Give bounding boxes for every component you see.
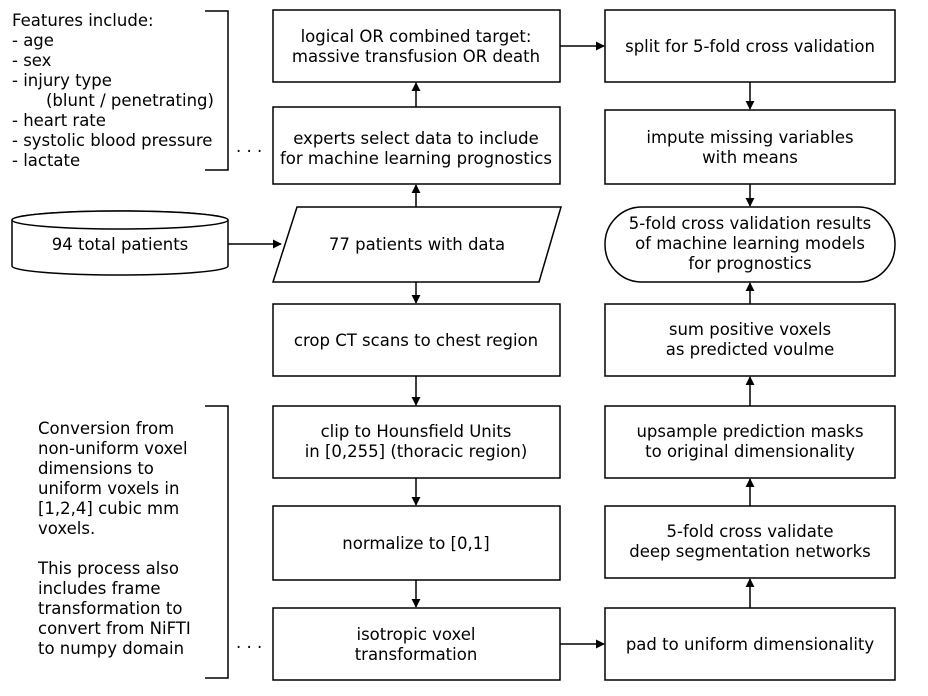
node-label: 5-fold cross validate — [667, 522, 834, 541]
node-impute: impute missing variables with means — [604, 109, 896, 185]
node-label: for prognostics — [688, 254, 811, 273]
node-label: normalize to [0,1] — [342, 534, 489, 553]
node-label: impute missing variables — [646, 128, 853, 147]
node-label: split for 5-fold cross validation — [625, 37, 875, 56]
process-box — [604, 109, 896, 185]
features-ellipsis: . . . — [236, 137, 262, 156]
node-label: transformation — [355, 645, 478, 664]
node-normalize: normalize to [0,1] — [272, 505, 561, 581]
node-split-cv: split for 5-fold cross validation — [604, 9, 896, 83]
node-label: of machine learning models — [635, 234, 865, 253]
node-label: 5-fold cross validation results — [629, 214, 871, 233]
node-pad: pad to uniform dimensionality — [604, 607, 896, 681]
node-label: pad to uniform dimensionality — [626, 635, 875, 654]
conversion-note-line: uniform voxels in — [38, 479, 179, 498]
node-experts-select: experts select data to include for machi… — [272, 106, 561, 185]
node-label: sum positive voxels — [669, 320, 831, 339]
features-bracket — [205, 10, 229, 171]
node-label: massive transfusion OR death — [292, 47, 540, 66]
process-box — [604, 9, 896, 83]
features-note-line: Features include: — [12, 11, 154, 30]
process-box — [604, 607, 896, 681]
data-parallelogram — [271, 206, 563, 283]
node-label: to original dimensionality — [645, 442, 855, 461]
process-box — [272, 303, 561, 377]
node-label: as predicted voulme — [666, 340, 835, 359]
conversion-note-line: non-uniform voxel — [38, 439, 188, 458]
node-clip-hu: clip to Hounsfield Units in [0,255] (tho… — [272, 405, 561, 479]
process-box — [272, 505, 561, 581]
features-note: Features include: - age - sex - injury t… — [12, 11, 214, 170]
conversion-note-line: This process also — [37, 559, 179, 578]
features-note-line: - age — [12, 31, 54, 50]
process-box — [272, 9, 561, 83]
terminal-box — [604, 206, 896, 283]
features-note-line: - lactate — [12, 151, 80, 170]
process-box — [604, 505, 896, 579]
database-cylinder-top — [11, 210, 229, 230]
node-label: experts select data to include — [293, 129, 539, 148]
node-crop-ct: crop CT scans to chest region — [272, 303, 561, 377]
conversion-note-line: to numpy domain — [38, 639, 184, 658]
conversion-note-line: includes frame — [38, 579, 161, 598]
conversion-note-line: dimensions to — [38, 459, 154, 478]
node-total-patients: 94 total patients — [11, 210, 229, 276]
node-upsample: upsample prediction masks to original di… — [604, 405, 896, 479]
node-label: isotropic voxel — [357, 625, 476, 644]
conversion-note: Conversion from non-uniform voxel dimens… — [37, 419, 191, 658]
node-label: upsample prediction masks — [636, 422, 863, 441]
node-combined-target: logical OR combined target: massive tran… — [272, 9, 561, 83]
node-label: deep segmentation networks — [629, 542, 870, 561]
features-note-line: - heart rate — [12, 111, 106, 130]
node-sum-voxels: sum positive voxels as predicted voulme — [604, 303, 896, 377]
node-label: clip to Hounsfield Units — [321, 422, 512, 441]
node-label: crop CT scans to chest region — [294, 331, 538, 350]
node-label: in [0,255] (thoracic region) — [305, 442, 528, 461]
node-label: 94 total patients — [52, 235, 189, 254]
node-cv-deep: 5-fold cross validate deep segmentation … — [604, 505, 896, 579]
process-box — [272, 405, 561, 479]
node-label: for machine learning prognostics — [280, 149, 552, 168]
conversion-note-line: voxels. — [38, 519, 95, 538]
features-note-line: (blunt / penetrating) — [46, 91, 214, 110]
process-box — [604, 303, 896, 377]
features-note-line: - sex — [12, 51, 52, 70]
conversion-note-line: transformation to — [38, 599, 182, 618]
process-box — [604, 405, 896, 479]
conversion-bracket — [205, 405, 229, 679]
node-cv-results: 5-fold cross validation results of machi… — [604, 206, 896, 283]
conversion-ellipsis: . . . — [236, 633, 262, 652]
process-box — [272, 607, 561, 681]
conversion-note-line: Conversion from — [38, 419, 174, 438]
node-patients-with-data: 77 patients with data — [271, 206, 563, 283]
node-label: 77 patients with data — [329, 235, 505, 254]
node-label: logical OR combined target: — [301, 27, 532, 46]
node-isotropic: isotropic voxel transformation — [272, 607, 561, 681]
conversion-note-line: [1,2,4] cubic mm — [38, 499, 179, 518]
node-label: with means — [702, 148, 798, 167]
features-note-line: - systolic blood pressure — [12, 131, 212, 150]
features-note-line: - injury type — [12, 71, 112, 90]
conversion-note-line: convert from NiFTI — [38, 619, 191, 638]
